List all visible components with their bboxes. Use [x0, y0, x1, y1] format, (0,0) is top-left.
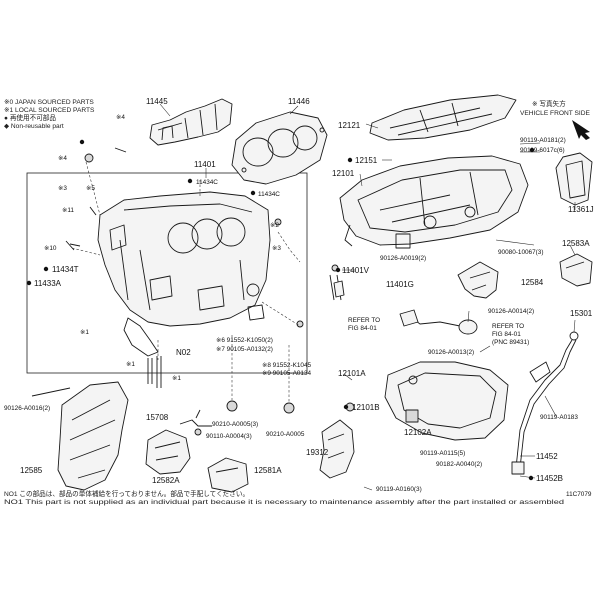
callout-note-1c: ※1	[172, 375, 181, 382]
callout-90126-a0014: 90126-A0014(2)	[488, 308, 534, 315]
callout-90080-10067: 90080-10067(3)	[498, 249, 543, 256]
reference-lines	[71, 161, 301, 402]
callout-note-3: ※3	[58, 185, 67, 192]
callout-90119-a0160: 90119-A0160(3)	[376, 486, 422, 493]
front-note-jp: ※ 写真矢方	[532, 99, 566, 108]
callout-90210-a0005-3: 90210-A0005(3)	[212, 421, 258, 428]
callout-note-11: ※11	[62, 207, 74, 214]
callout-11446: 11446	[288, 97, 310, 106]
part-11446[interactable]	[231, 111, 328, 185]
callout-90126-a0016: 90126-A0016(2)	[4, 405, 50, 412]
callout-12151: 12151	[355, 156, 378, 165]
callout-19312: 19312	[306, 448, 329, 457]
callout-90105-a0132: ※7 90105-A0132(2)	[216, 346, 273, 353]
part-12101-oil-pan-upper[interactable]	[339, 155, 529, 249]
callout-note-4: ※4	[116, 114, 125, 121]
callout-note-1a: ※1	[80, 329, 89, 336]
vehicle-front-arrow-icon	[572, 120, 590, 140]
part-12121[interactable]	[369, 94, 517, 141]
callout-90119-6017c: 90119-6017c(6)	[520, 147, 565, 154]
callout-90126-a0019: 90126-A0019(2)	[380, 255, 426, 262]
callout-11401v: 11401V	[342, 266, 370, 275]
vehicle-front-note: ※ 写真矢方 VEHICLE FRONT SIDE	[520, 99, 590, 140]
callout-12581a: 12581A	[254, 466, 282, 475]
callout-12101a: 12101A	[338, 369, 366, 378]
part-11361j[interactable]	[555, 152, 593, 206]
callout-refer-pnc-2: (PNC 89431)	[492, 339, 529, 346]
callout-12121: 12121	[338, 121, 361, 130]
block-bolts	[31, 147, 162, 397]
callout-90119-a0183: 90119-A0183	[540, 414, 578, 421]
leader-lines	[159, 103, 576, 491]
callout-11452: 11452	[536, 452, 558, 461]
callout-refer-to-2: REFER TO	[492, 323, 524, 330]
part-11401-cylinder-block[interactable]	[97, 191, 271, 357]
callout-90110-a0004: 90110-A0004(3)	[206, 433, 252, 440]
callout-refer-fig-1: FIG 84-01	[348, 325, 377, 332]
callout-12101: 12101	[332, 169, 355, 178]
callout-12102a: 12102A	[404, 428, 432, 437]
callout-12584: 12584	[521, 278, 544, 287]
callout-11434c-a: 11434C	[196, 179, 218, 186]
callout-refer-to-1: REFER TO	[348, 317, 380, 324]
callout-15301: 15301	[570, 309, 593, 318]
legend-line-4: ◆ Non-reusable part	[4, 123, 64, 130]
part-oil-level-sensor[interactable]	[399, 309, 478, 335]
callout-90119-a0115: 90119-A0115(5)	[420, 450, 465, 457]
callout-90126-a0013: 90126-A0013(2)	[428, 349, 474, 356]
callout-note-1b: ※1	[126, 361, 135, 368]
non-reusable-markers	[26, 139, 535, 481]
callout-labels: 11445 11446 12121 90119-A0181(2) 90119-6…	[4, 97, 594, 493]
callout-11452b: 11452B	[536, 474, 563, 483]
footer-note-en: NO1 This part is not supplied as an indi…	[4, 499, 564, 506]
part-12581a[interactable]	[207, 457, 249, 493]
callout-note-4b: ※4	[58, 155, 67, 162]
part-12582a[interactable]	[145, 429, 191, 475]
callout-note-2: ※2	[270, 222, 279, 229]
callout-11445: 11445	[146, 97, 168, 106]
callout-11361j: 11361J	[568, 205, 594, 214]
part-12584[interactable]	[457, 261, 499, 299]
footer: NO1 この部品は、部品の単体補給を行っておりません。部品で手配してください。 …	[4, 489, 592, 506]
legend: ※0 JAPAN SOURCED PARTS ※1 LOCAL SOURCED …	[4, 99, 95, 130]
callout-11434c-b: 11434C	[258, 191, 280, 198]
callout-12583a: 12583A	[562, 239, 590, 248]
plugs-and-seals	[84, 153, 355, 414]
callout-90182-a0040: 90182-A0040(2)	[436, 461, 482, 468]
callout-90105-a0134: ※9 90105-A0134	[262, 370, 312, 377]
part-dipstick-guide[interactable]	[511, 331, 579, 475]
callout-note-10: ※10	[44, 245, 57, 252]
part-11401g[interactable]	[329, 274, 345, 301]
callout-12582a: 12582A	[152, 476, 180, 485]
footer-note-jp: NO1 この部品は、部品の単体補給を行っておりません。部品で手配してください。	[4, 489, 249, 498]
callout-90119-a0181: 90119-A0181(2)	[520, 137, 566, 144]
callout-91552-k1050: ※6 91552-K1050(2)	[216, 337, 273, 344]
callout-12101b: 12101B	[352, 403, 380, 412]
part-12585[interactable]	[57, 381, 129, 491]
callout-90210-a0005: 90210-A0005	[266, 431, 305, 438]
figure-id: 11C7079	[566, 491, 592, 498]
callout-n02: N02	[176, 348, 191, 357]
part-12583a[interactable]	[559, 253, 593, 287]
callout-15708: 15708	[146, 413, 169, 422]
callout-note-3b: ※3	[272, 245, 281, 252]
legend-line-3: ● 再使用不可部品	[4, 113, 56, 122]
callout-11401: 11401	[194, 160, 216, 169]
callout-91552-k1045: ※8 91552-K1045	[262, 362, 312, 369]
legend-line-1: ※0 JAPAN SOURCED PARTS	[4, 99, 94, 106]
part-19312[interactable]	[319, 419, 355, 479]
part-15708[interactable]	[179, 409, 212, 436]
front-note-en: VEHICLE FRONT SIDE	[520, 110, 590, 117]
part-12102a-oil-pan-lower[interactable]	[384, 361, 509, 441]
callout-11401g: 11401G	[386, 280, 414, 289]
engine-block-frame	[26, 172, 308, 374]
legend-line-2: ※1 LOCAL SOURCED PARTS	[4, 107, 95, 114]
callout-refer-fig-2: FIG 84-01	[492, 331, 521, 338]
part-11445[interactable]	[149, 98, 233, 146]
callout-12585: 12585	[20, 466, 43, 475]
callout-11433a: 11433A	[34, 279, 62, 288]
callout-11434t: 11434T	[52, 265, 79, 274]
callout-note-5: ※5	[86, 185, 95, 192]
